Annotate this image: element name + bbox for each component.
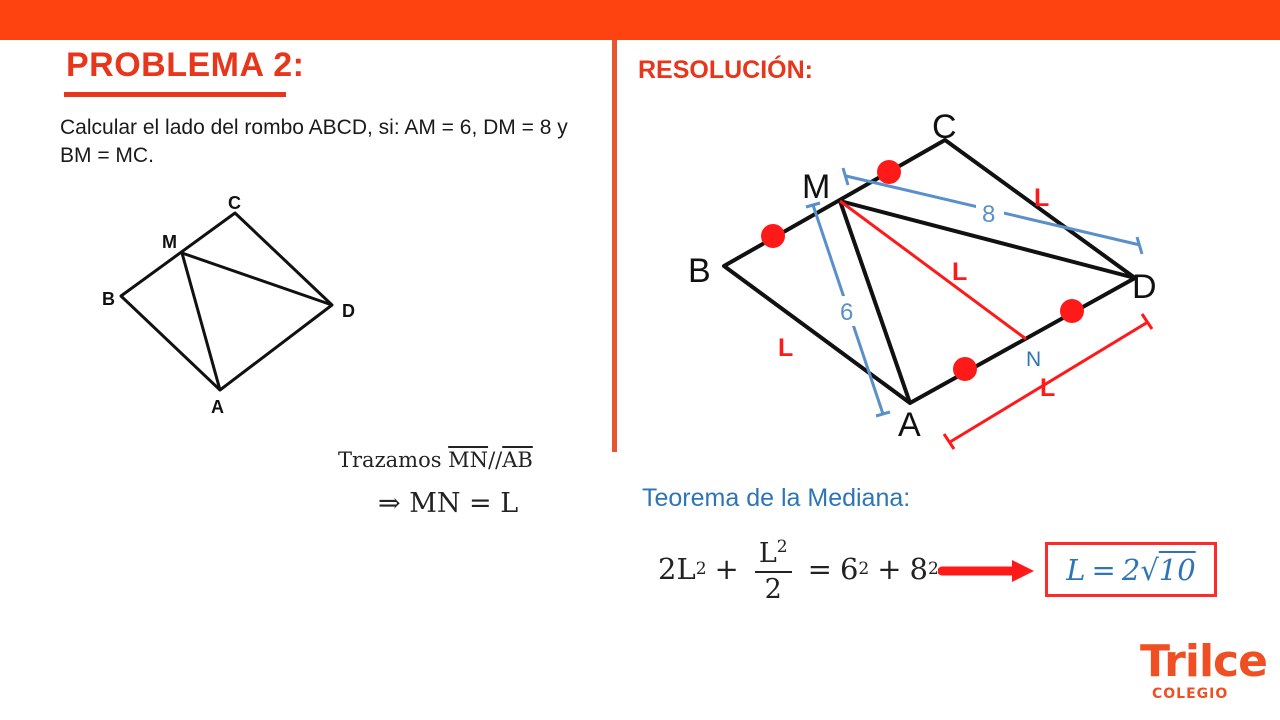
logo-sub: COLEGIO [1152, 686, 1229, 702]
top-bar [0, 0, 1280, 40]
formula-exp-3: 2 [927, 558, 939, 579]
parallel-symbol: // [488, 448, 503, 472]
marker-dot-mc [877, 160, 901, 184]
mn-equals-l: ⇒ MN = L [378, 488, 519, 519]
vertex-label-b: B [102, 289, 115, 309]
formula-plus-1: + [714, 551, 739, 586]
segment-mn: MN [448, 448, 489, 472]
side-label-l-ad: L [1040, 374, 1055, 402]
arrow-right-icon [938, 560, 1034, 582]
vertex-label-c: C [228, 193, 241, 213]
fraction-numerator: L2 [754, 530, 792, 573]
measure-tick-dm-start [841, 167, 850, 186]
formula-6: 6 [839, 551, 859, 586]
segment-md [181, 251, 333, 307]
formula-fraction: L2 2 [754, 530, 792, 607]
rhombus-outline [119, 211, 334, 392]
vertex-label-n: N [1026, 348, 1041, 371]
vertical-divider [612, 40, 617, 452]
page-title: PROBLEMA 2: [66, 46, 305, 84]
segment-ab: AB [502, 448, 533, 472]
vertex-label-d: D [1132, 268, 1157, 306]
formula-2l: 2L [658, 551, 696, 586]
segment-ma [838, 200, 912, 404]
resolution-title: RESOLUCIÓN: [638, 56, 813, 84]
marker-dot-an [953, 357, 977, 381]
measure-tick-ad-start [942, 433, 956, 450]
vertex-label-m: M [802, 168, 830, 206]
sqrt-icon: √10 [1140, 552, 1196, 587]
answer-l: L [1066, 552, 1086, 587]
side-label-l-ab: L [778, 334, 793, 362]
formula-plus-2: + [877, 551, 902, 586]
vertex-label-b: B [688, 252, 711, 290]
side-label-l-top: L [1034, 184, 1049, 212]
formula-8: 8 [909, 551, 928, 586]
marker-dot-bm [761, 224, 785, 248]
problem-statement: Calcular el lado del rombo ABCD, si: AM … [60, 116, 568, 167]
vertex-label-a: A [898, 406, 921, 444]
formula-equals: = [807, 551, 832, 586]
segment-mn [839, 199, 1027, 341]
fraction-denominator: 2 [764, 574, 782, 605]
measure-label-dm: 8 [982, 201, 995, 228]
side-label-l-mn: L [952, 258, 967, 286]
answer-box: L = 2 √10 [1045, 542, 1217, 597]
rhombus-outline [722, 138, 1137, 405]
answer-radicand: 10 [1158, 552, 1196, 587]
right-rhombus-figure: 8 6 C M B D A N L L L L [688, 108, 1157, 450]
measure-tick-am-start [805, 201, 821, 209]
vertex-label-d: D [342, 301, 355, 321]
logo-brand: Trilce [1140, 636, 1268, 687]
measure-tick-ad-end [1140, 313, 1154, 330]
answer-coef: 2 [1121, 552, 1141, 587]
segment-ma [180, 252, 222, 391]
vertex-label-m: M [162, 232, 177, 252]
marker-dot-nd [1060, 299, 1084, 323]
construction-step: Trazamos MN//AB [338, 448, 533, 472]
formula-exp-1: 2 [695, 558, 707, 579]
trazamos-word: Trazamos [338, 448, 442, 472]
measure-label-am: 6 [840, 299, 853, 326]
measure-label-bg-8 [976, 198, 1004, 228]
segment-md [839, 199, 1136, 280]
formula-exp-2: 2 [858, 558, 870, 579]
measure-tick-dm-end [1135, 236, 1144, 255]
measure-line-ad [949, 320, 1149, 444]
measure-label-bg-6 [836, 296, 860, 326]
left-rhombus-figure: C M B D A [102, 193, 355, 417]
answer-equals: = [1091, 552, 1116, 587]
measure-tick-am-end [875, 410, 891, 418]
title-underline [64, 92, 286, 97]
trilce-logo: Trilce COLEGIO [1140, 636, 1268, 703]
vertex-label-a: A [211, 397, 224, 417]
vertex-label-c: C [932, 108, 957, 146]
theorem-title: Teorema de la Mediana: [642, 484, 911, 512]
